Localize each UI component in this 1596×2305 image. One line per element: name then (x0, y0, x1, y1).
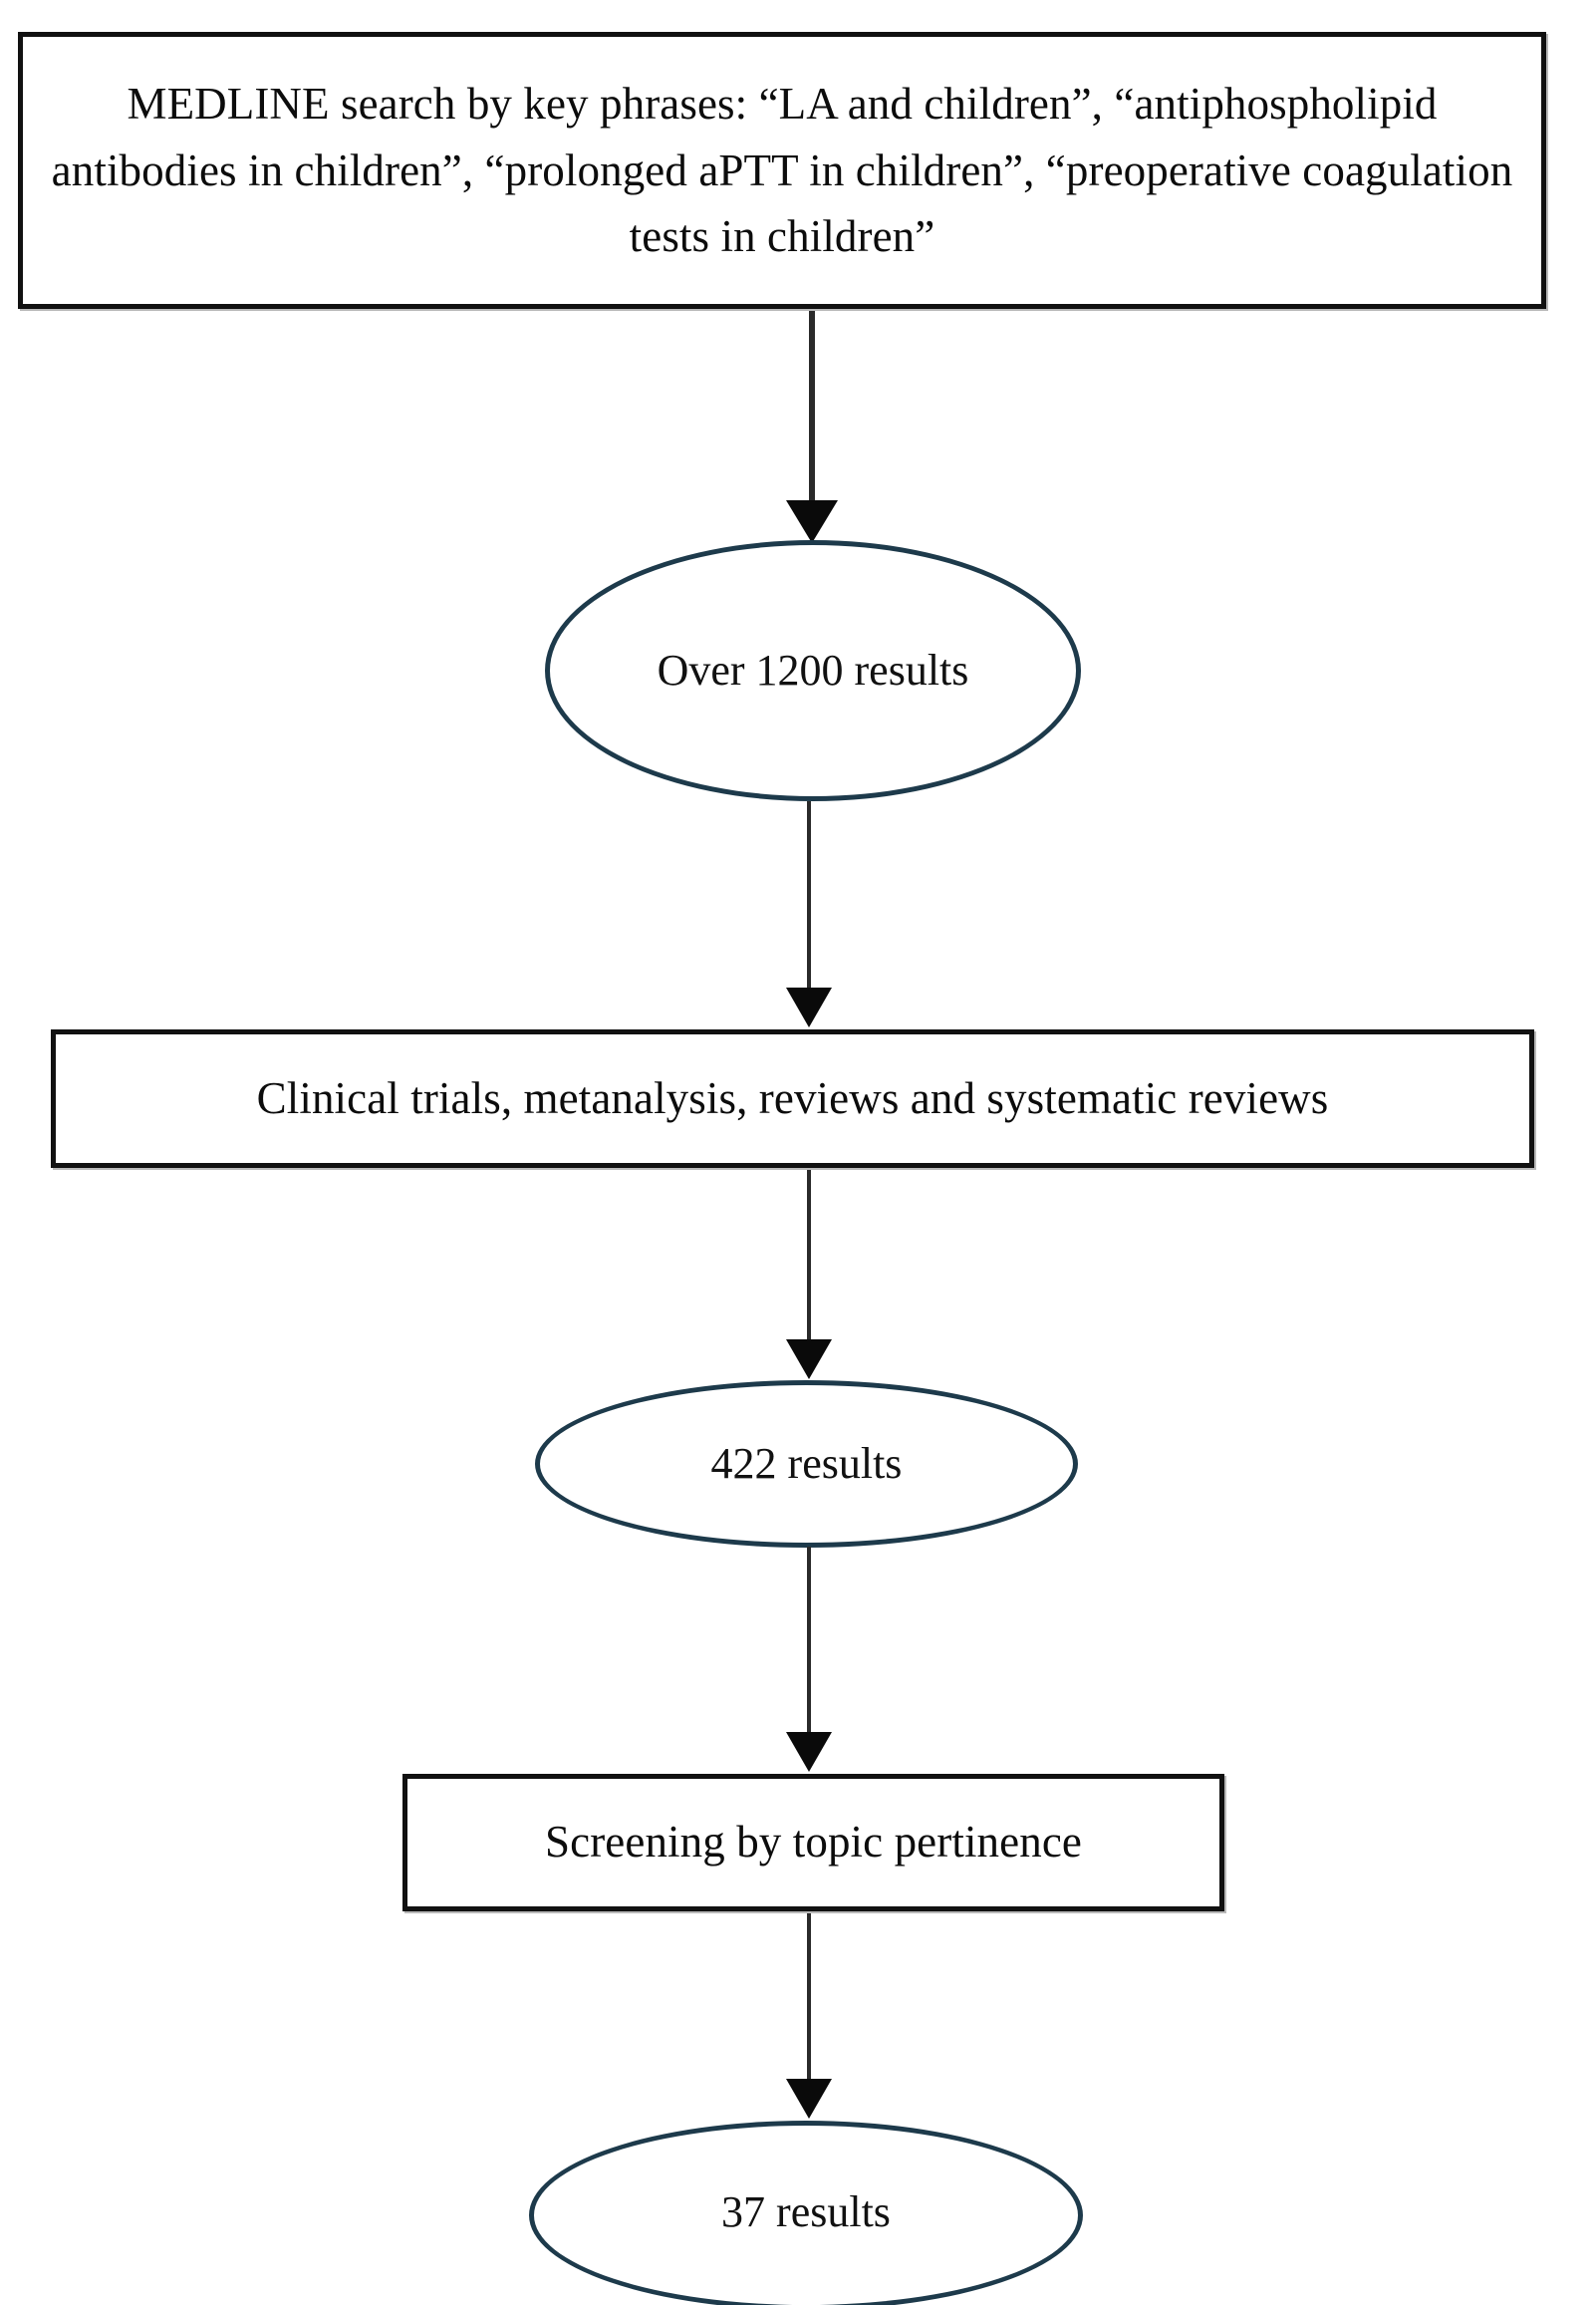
node-medline-search-box: MEDLINE search by key phrases: “LA and c… (18, 32, 1546, 309)
node-screening-box: Screening by topic pertinence (402, 1774, 1224, 1911)
node-study-type-filters-label: Clinical trials, metanalysis, reviews an… (256, 1072, 1329, 1123)
node-422-results: 422 results (535, 1380, 1078, 1548)
node-study-type-filters-box: Clinical trials, metanalysis, reviews an… (51, 1029, 1534, 1168)
node-37-results-label: 37 results (721, 2187, 891, 2237)
node-422-results-label: 422 results (710, 1439, 903, 1489)
node-medline-search-label: MEDLINE search by key phrases: “LA and c… (51, 79, 1513, 262)
node-screening-label: Screening by topic pertinence (545, 1817, 1082, 1868)
node-over-1200-results-label: Over 1200 results (657, 646, 969, 696)
node-37-results: 37 results (529, 2121, 1083, 2305)
node-over-1200-results: Over 1200 results (545, 540, 1081, 801)
